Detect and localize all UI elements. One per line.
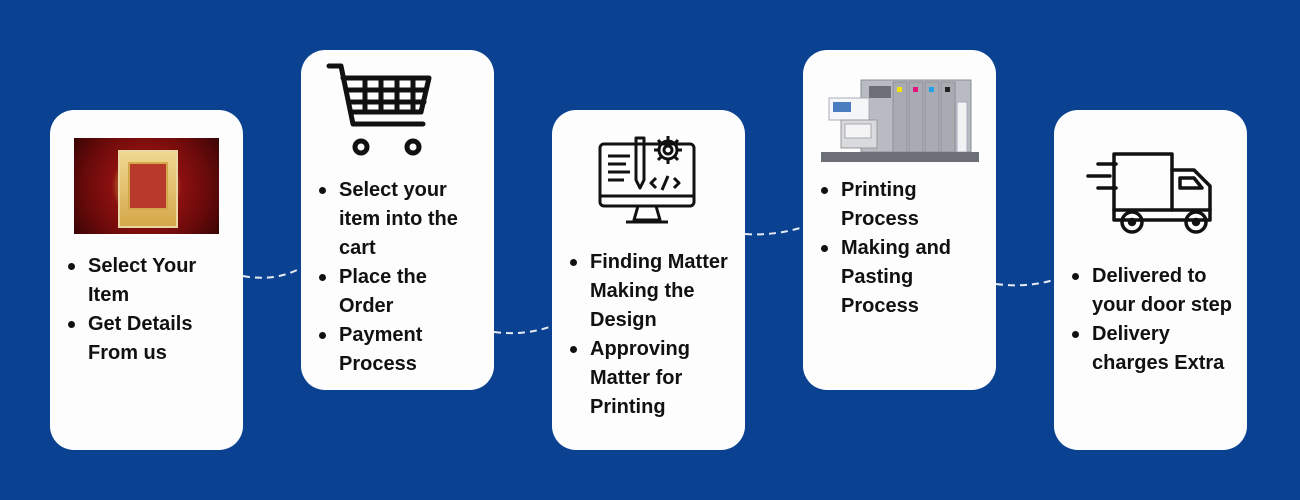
computer-code-design-icon [598, 136, 696, 224]
connector-4-5 [995, 279, 1055, 287]
delivery-truck-icon [1086, 152, 1212, 234]
shopping-cart-icon [326, 63, 432, 156]
connector-3-4 [744, 226, 804, 236]
wedding-card-photo [74, 138, 219, 234]
connector-1-2 [242, 267, 302, 279]
connector-2-3 [493, 325, 553, 335]
printing-machine-icon [821, 79, 979, 162]
